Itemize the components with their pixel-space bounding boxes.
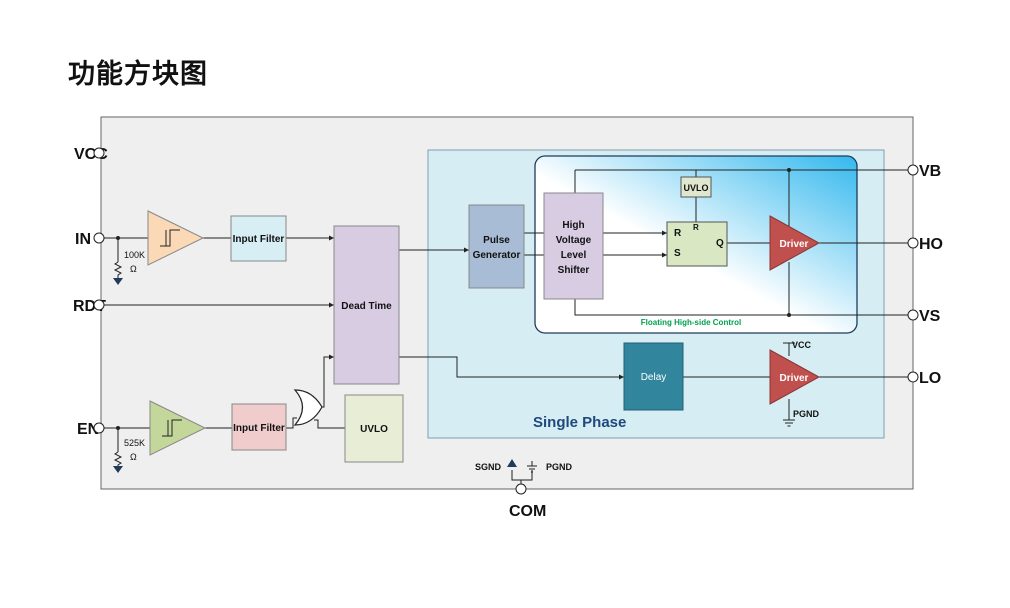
pin-vcc: [93, 147, 105, 159]
driver-low-label: Driver: [780, 373, 809, 384]
pin-lo-label: LO: [919, 370, 941, 387]
latch-q-label: Q: [716, 238, 724, 249]
input-filter-in-label: Input Filter: [233, 234, 285, 245]
uvlo-low-block: [344, 394, 404, 463]
latch-uvlo-r-label: R: [693, 223, 699, 232]
input-filter-en: [231, 403, 287, 451]
driver-low: [769, 349, 821, 405]
schmitt-comparator-in: [147, 210, 205, 266]
dead-time-block: [333, 225, 400, 385]
pin-vs-label: VS: [919, 308, 941, 325]
pin-vb: [907, 164, 919, 176]
en-resistor-unit: Ω: [130, 452, 137, 462]
rs-latch: [666, 221, 728, 267]
pin-com: [515, 483, 527, 495]
level-shifter-label-1: High: [562, 220, 584, 231]
latch-s-label: S: [674, 248, 681, 259]
pin-in: [93, 232, 105, 244]
low-vcc-label: VCC: [792, 340, 812, 350]
pin-ho-label: HO: [919, 236, 943, 253]
pin-vs: [907, 309, 919, 321]
pin-vb-label: VB: [919, 163, 941, 180]
pin-in-label: IN: [75, 231, 91, 248]
uvlo-high-label: UVLO: [683, 183, 708, 193]
pin-lo: [907, 371, 919, 383]
pin-rdt: [93, 299, 105, 311]
latch-r-label: R: [674, 228, 682, 239]
en-resistor-value: 525K: [124, 438, 145, 448]
level-shifter-label-2: Voltage: [556, 235, 592, 246]
pin-en: [93, 422, 105, 434]
single-phase-label: Single Phase: [533, 414, 626, 431]
pulse-generator-label-1: Pulse: [483, 235, 510, 246]
pin-com-label: COM: [509, 503, 546, 520]
input-filter-en-label: Input Filter: [233, 423, 285, 434]
level-shifter-block: [543, 192, 604, 300]
uvlo-low-label: UVLO: [360, 424, 388, 435]
level-shifter-label-3: Level: [561, 250, 587, 261]
pgnd-label: PGND: [546, 462, 573, 472]
level-shifter-label-4: Shifter: [558, 265, 590, 276]
pin-ho: [907, 237, 919, 249]
uvlo-high-block: [680, 176, 712, 198]
pin-en-label: EN: [77, 421, 99, 438]
schmitt-comparator-en: [149, 400, 207, 456]
pulse-generator-block: [468, 204, 525, 289]
driver-high-label: Driver: [780, 239, 809, 250]
floating-control-label: Floating High-side Control: [641, 318, 741, 327]
low-pgnd-label: PGND: [793, 409, 820, 419]
in-resistor-unit: Ω: [130, 264, 137, 274]
delay-block: [623, 342, 684, 411]
pulse-generator-label-2: Generator: [473, 250, 521, 261]
page-title: 功能方块图: [68, 59, 208, 90]
delay-label: Delay: [641, 372, 667, 383]
dead-time-label: Dead Time: [341, 301, 392, 312]
input-filter-in: [230, 215, 287, 262]
or-gate: [293, 389, 323, 426]
in-resistor-value: 100K: [124, 250, 145, 260]
sgnd-label: SGND: [475, 462, 502, 472]
driver-high: [769, 215, 821, 271]
